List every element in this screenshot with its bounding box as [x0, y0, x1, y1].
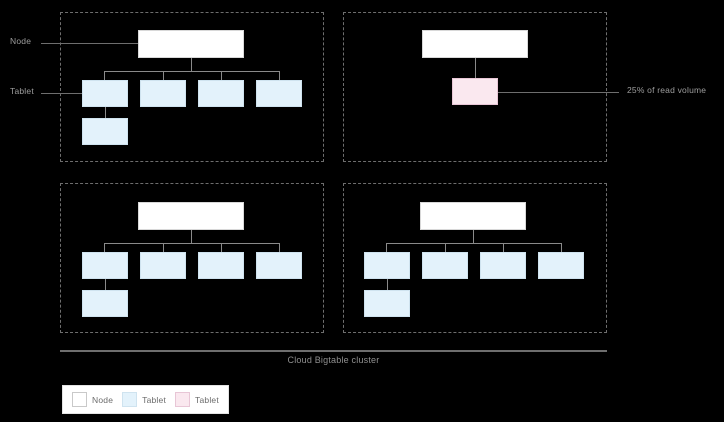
annotation-read-volume: 25% of read volume	[627, 85, 707, 95]
connector-drop-br-4	[561, 243, 562, 252]
node-panel-top-right	[343, 12, 607, 162]
legend-swatch-tablet-highlighted-icon	[175, 392, 191, 407]
connector-node-to-bus-bl	[191, 230, 192, 243]
connector-drop-bl-4	[279, 243, 280, 252]
connector-bus-bl	[104, 243, 279, 244]
tablet-br-2[interactable]	[422, 252, 468, 279]
node-box-top-left[interactable]	[138, 30, 244, 58]
node-box-bottom-left[interactable]	[138, 202, 244, 230]
legend: Node Tablet Tablet	[62, 385, 229, 414]
connector-bus-tl	[104, 71, 279, 72]
node-panel-bottom-right	[343, 183, 607, 333]
legend-label-tablet-highlighted: Tablet	[195, 394, 219, 405]
connector-drop-br-3	[503, 243, 504, 252]
connector-tl-stack	[105, 107, 106, 118]
legend-label-tablet: Tablet	[142, 394, 167, 405]
legend-swatch-tablet-icon	[122, 392, 138, 407]
tablet-tl-5[interactable]	[82, 118, 128, 145]
tablet-tl-1[interactable]	[82, 80, 128, 107]
tablet-tl-4[interactable]	[256, 80, 302, 107]
connector-drop-br-2	[445, 243, 446, 252]
connector-drop-bl-2	[163, 243, 164, 252]
connector-bus-br	[386, 243, 561, 244]
tablet-bl-1[interactable]	[82, 252, 128, 279]
node-box-top-right[interactable]	[422, 30, 528, 58]
tablet-br-5[interactable]	[364, 290, 410, 317]
tablet-tl-2[interactable]	[140, 80, 186, 107]
connector-drop-tl-3	[221, 71, 222, 80]
connector-node-to-bus-br	[473, 230, 474, 243]
connector-drop-br-1	[386, 243, 387, 252]
connector-br-stack	[387, 279, 388, 290]
connector-drop-tl-2	[163, 71, 164, 80]
tablet-bl-2[interactable]	[140, 252, 186, 279]
connector-drop-bl-1	[104, 243, 105, 252]
tablet-tr-highlighted[interactable]	[452, 78, 498, 105]
tablet-bl-3[interactable]	[198, 252, 244, 279]
connector-node-to-tablet-tr	[475, 58, 476, 78]
node-box-bottom-right[interactable]	[420, 202, 526, 230]
legend-item-node: Node	[72, 392, 113, 407]
tablet-br-3[interactable]	[480, 252, 526, 279]
tablet-br-1[interactable]	[364, 252, 410, 279]
side-label-node: Node	[10, 36, 32, 46]
tablet-bl-4[interactable]	[256, 252, 302, 279]
node-panel-top-left	[60, 12, 324, 162]
connector-bl-stack	[105, 279, 106, 290]
legend-item-tablet-highlighted: Tablet	[175, 392, 219, 407]
leader-line-node	[41, 43, 138, 44]
connector-drop-tl-4	[279, 71, 280, 80]
leader-line-read-volume	[498, 92, 619, 93]
legend-item-tablet: Tablet	[122, 392, 166, 407]
leader-line-tablet	[41, 93, 85, 94]
tablet-br-4[interactable]	[538, 252, 584, 279]
connector-drop-bl-3	[221, 243, 222, 252]
tablet-bl-5[interactable]	[82, 290, 128, 317]
cluster-caption: Cloud Bigtable cluster	[287, 355, 380, 365]
node-panel-bottom-left	[60, 183, 324, 333]
legend-label-node: Node	[92, 394, 114, 405]
cluster-rule	[60, 350, 607, 352]
tablet-tl-3[interactable]	[198, 80, 244, 107]
connector-node-to-bus-tl	[191, 58, 192, 71]
side-label-tablet: Tablet	[10, 86, 34, 96]
legend-swatch-node-icon	[72, 392, 87, 407]
connector-drop-tl-1	[104, 71, 105, 80]
